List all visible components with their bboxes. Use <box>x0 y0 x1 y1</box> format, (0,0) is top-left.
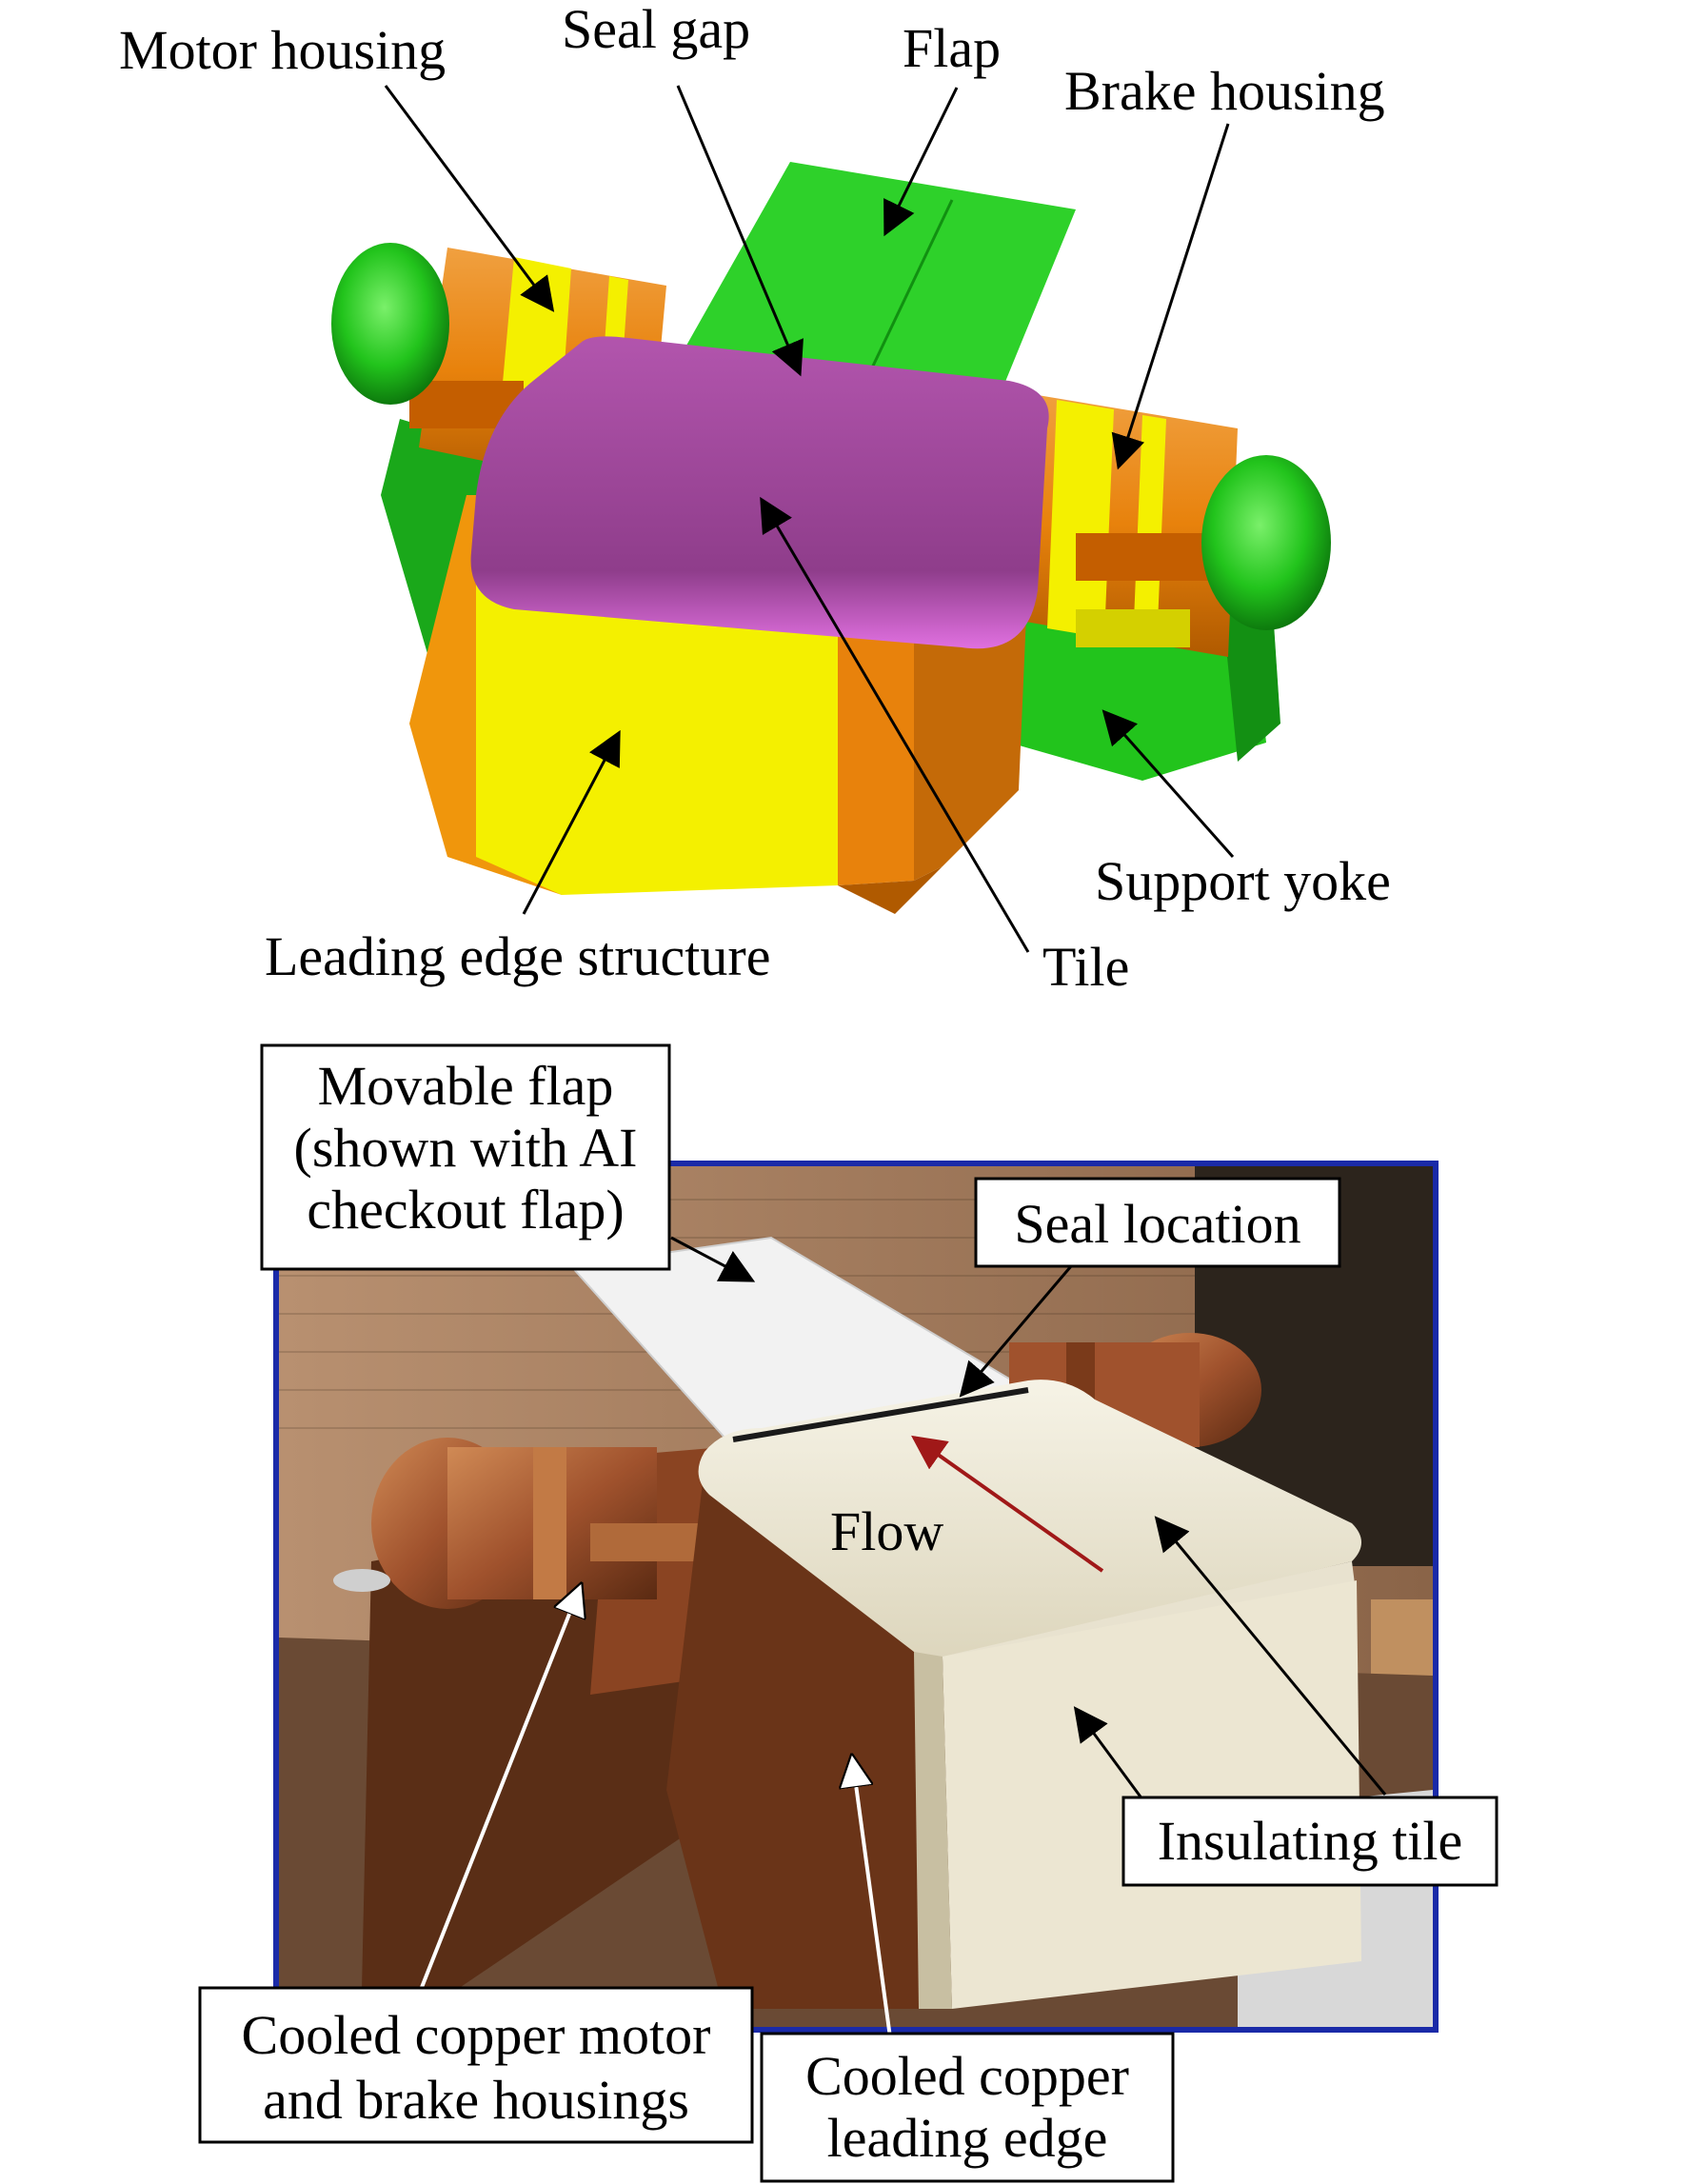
label-brake-housing: Brake housing <box>1064 60 1385 122</box>
label-movable-flap-3: checkout flap) <box>307 1179 624 1241</box>
left-end-cap <box>331 243 449 405</box>
label-cooled-edge-2: leading edge <box>827 2107 1108 2169</box>
label-movable-flap-1: Movable flap <box>318 1055 614 1117</box>
label-support-yoke: Support yoke <box>1095 850 1391 912</box>
box-cooled-housings <box>198 1986 754 2144</box>
label-insulating-tile: Insulating tile <box>1158 1810 1463 1872</box>
tile-top <box>470 336 1049 649</box>
label-motor-housing: Motor housing <box>119 19 446 81</box>
label-leading-edge-structure: Leading edge structure <box>265 925 770 987</box>
label-seal-location: Seal location <box>1014 1193 1300 1255</box>
label-movable-flap-2: (shown with AI <box>294 1117 638 1179</box>
brake-housing <box>1009 390 1238 657</box>
label-tile: Tile <box>1042 936 1129 998</box>
seal-line <box>732 1387 1029 1442</box>
label-seal-gap: Seal gap <box>562 0 750 60</box>
label-flow: Flow <box>830 1500 943 1562</box>
label-cooled-edge-1: Cooled copper <box>805 2045 1129 2107</box>
box-seal-location <box>974 1177 1341 1268</box>
right-end-cap <box>1201 455 1331 630</box>
label-cooled-housings-2: and brake housings <box>263 2069 689 2131</box>
photo: Flow Movable flap (shown with AI checkou… <box>198 1043 1498 2183</box>
label-cooled-housings-1: Cooled copper motor <box>242 2004 711 2066</box>
box-movable-flap <box>260 1043 671 1271</box>
insulating-tile <box>698 1380 1361 2009</box>
flow-arrow <box>911 1435 1104 1573</box>
box-cooled-edge <box>760 2032 1175 2183</box>
copper-housings <box>333 1438 724 2009</box>
cad-model: Motor housing Seal gap Flap Brake housin… <box>119 0 1391 998</box>
label-flap: Flap <box>903 17 1001 79</box>
box-insulating-tile <box>1121 1796 1498 1887</box>
